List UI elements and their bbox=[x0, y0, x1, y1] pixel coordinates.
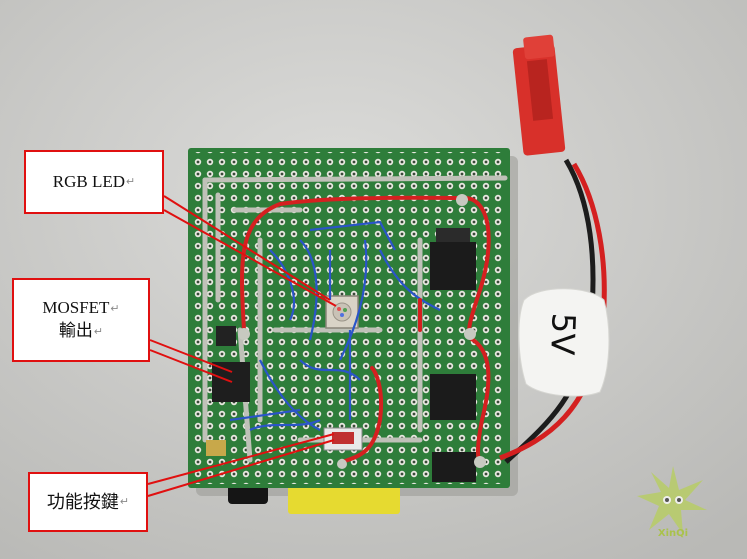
underside-component bbox=[228, 484, 268, 504]
watermark-text: XinQi bbox=[657, 528, 689, 539]
tape-label-text: 5V bbox=[543, 312, 583, 356]
callout-rgb-led-text: RGB LED bbox=[52, 172, 126, 191]
star-burst-logo bbox=[637, 466, 707, 534]
small-capacitor bbox=[206, 440, 226, 456]
function-button-cap bbox=[332, 432, 354, 444]
mosfet-top bbox=[430, 242, 476, 290]
tape-label-shape bbox=[518, 288, 610, 397]
solder-joints bbox=[238, 194, 486, 469]
return-mark: ↵ bbox=[110, 303, 120, 315]
callout-rgb-led: RGB LED↵ bbox=[24, 150, 164, 214]
return-mark: ↵ bbox=[119, 496, 130, 508]
return-mark: ↵ bbox=[126, 176, 136, 188]
callout-mosfet-output: MOSFET↵ 輸出↵ bbox=[12, 278, 150, 362]
callout-mosfet-line2: 輸出 bbox=[58, 321, 93, 340]
callout-function-button-text: 功能按鍵 bbox=[46, 492, 119, 512]
mosfet-middle bbox=[430, 374, 476, 420]
callout-pointers bbox=[147, 195, 337, 497]
mosfet-top-tab bbox=[436, 228, 470, 242]
rgb-led-lens bbox=[332, 302, 352, 322]
mosfet-bottom bbox=[432, 452, 476, 482]
blue-wires bbox=[229, 220, 441, 431]
jst-connector bbox=[512, 34, 566, 156]
small-chip-top-left bbox=[216, 326, 236, 346]
callout-function-button: 功能按鍵↵ bbox=[28, 472, 148, 532]
callout-mosfet-line1: MOSFET bbox=[42, 298, 110, 317]
return-mark: ↵ bbox=[93, 326, 104, 338]
